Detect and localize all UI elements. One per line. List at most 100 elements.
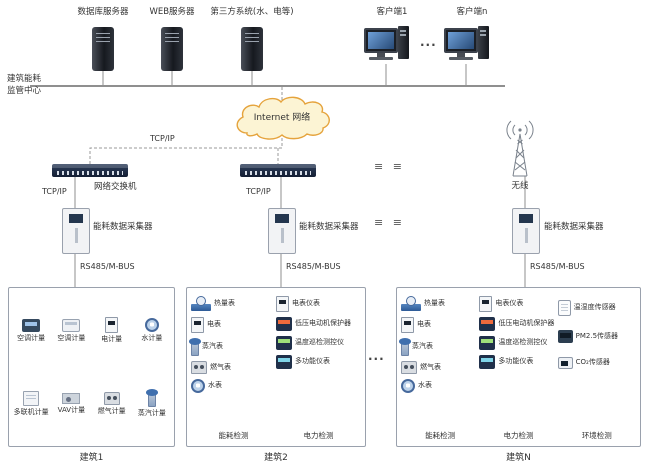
device-label: 电表仪表	[495, 299, 524, 308]
device-item: VAV计量	[58, 392, 85, 415]
power-detect-footer: 电力检测	[503, 431, 534, 440]
gas-meter-icon	[103, 391, 120, 405]
pc-tower-icon	[478, 26, 489, 59]
device-label: 蒸汽计量	[137, 409, 166, 418]
device-label: 多功能仪表	[498, 357, 534, 366]
multi-split-meter-icon	[23, 390, 40, 406]
device-item: 电表	[191, 317, 276, 333]
clientn-pc-icon	[444, 26, 496, 66]
device-item: 温度巡检测控仪	[479, 336, 557, 350]
device-item: 空调计量	[57, 318, 86, 343]
building-2-box: 热量表 电表 蒸汽表 燃气表 水表 能耗检测	[186, 287, 366, 447]
temp-humidity-sensor-icon	[557, 300, 571, 316]
monitor-icon	[364, 28, 398, 53]
device-item: 燃气表	[401, 361, 479, 374]
building-n-box: 热量表 电表 蒸汽表 燃气表 水表 能耗检测	[396, 287, 641, 447]
instruments-column: 电表仪表 低压电动机保护器 温度巡检测控仪 多功能仪表 电力检测	[276, 296, 361, 442]
collector-label-3: 能耗数据采集器	[544, 222, 604, 232]
device-label: 电表	[417, 320, 431, 329]
electric-meter-icon	[191, 317, 204, 333]
network-switch-label: 网络交换机	[94, 182, 137, 192]
device-label: 电表仪表	[292, 299, 320, 308]
thirdparty-server-icon	[241, 27, 263, 71]
device-item: 水表	[401, 379, 479, 393]
server-label-thirdparty: 第三方系统(水、电等)	[210, 7, 294, 17]
device-item: 温度巡检测控仪	[276, 336, 361, 350]
sensors-column: 温湿度传感器 PM2.5传感器 CO₂传感器 环境检测	[557, 296, 636, 442]
device-item: 电表仪表	[479, 296, 557, 312]
device-label: 多联机计量	[13, 407, 49, 416]
rs485-label-1: RS485/M-BUS	[80, 262, 135, 271]
water-meter-icon	[144, 318, 159, 333]
device-label: 低压电动机保护器	[295, 319, 351, 328]
continuation-mark-switch-row: ≡ ≡	[374, 160, 405, 173]
steam-meter-icon	[399, 338, 411, 356]
monitor-center-label-line2: 监管中心	[7, 86, 42, 96]
steam-meter-icon	[189, 338, 201, 356]
building-1-box: 空调计量 空调计量 电计量 水计量 多联机计量 VAV计量	[8, 287, 175, 447]
device-item: 蒸汽表	[189, 338, 276, 356]
steam-meter-icon	[145, 389, 158, 408]
device-label: 燃气表	[210, 362, 231, 371]
device-label: 空调计量	[17, 333, 46, 342]
server-label-database: 数据库服务器	[77, 7, 129, 17]
environment-detect-footer: 环境检测	[581, 431, 612, 440]
device-label: 热量表	[214, 299, 235, 308]
collector-screen	[69, 214, 83, 223]
rs485-label-2: RS485/M-BUS	[286, 262, 341, 271]
device-label: 蒸汽表	[202, 342, 223, 351]
device-item: 多功能仪表	[479, 355, 557, 369]
device-label: 水表	[208, 381, 222, 390]
electric-meter-icon	[105, 317, 119, 334]
vav-meter-icon	[62, 392, 81, 404]
motor-protector-icon	[276, 317, 292, 331]
device-item: 蒸汽计量	[138, 389, 166, 418]
device-label: 水表	[418, 381, 432, 390]
tcpip-label-chain1: TCP/IP	[42, 187, 67, 196]
gas-meter-icon	[401, 361, 417, 374]
heat-meter-icon	[401, 296, 421, 312]
device-item: 电表仪表	[276, 296, 361, 312]
internet-cloud-label: Internet 网络	[253, 113, 311, 123]
device-item: 多联机计量	[13, 390, 49, 417]
water-meter-icon	[191, 379, 205, 393]
pm25-sensor-icon	[557, 330, 573, 343]
device-label: 温度巡检测控仪	[295, 338, 344, 347]
collector-screen	[275, 214, 289, 223]
electric-meter-panel-icon	[479, 296, 493, 312]
water-meter-icon	[401, 379, 415, 393]
device-label: 多功能仪表	[295, 357, 330, 366]
device-label: 热量表	[424, 299, 445, 308]
network-switch-2-icon	[240, 164, 316, 177]
building-1-name: 建筑1	[79, 453, 104, 463]
web-server-icon	[161, 27, 183, 71]
device-label: 空调计量	[57, 333, 86, 342]
network-switch-1-icon	[52, 164, 128, 177]
device-label: CO₂传感器	[575, 358, 610, 367]
device-item: 热量表	[191, 296, 276, 312]
device-label: 温度巡检测控仪	[498, 338, 548, 347]
instruments-column: 电表仪表 低压电动机保护器 温度巡检测控仪 多功能仪表 电力检测	[479, 296, 557, 442]
gas-meter-icon	[191, 361, 207, 374]
temperature-controller-icon	[276, 336, 292, 350]
buildings-ellipsis: ···	[368, 352, 385, 366]
server-label-web: WEB服务器	[149, 7, 195, 17]
electric-meter-icon	[401, 317, 414, 333]
device-item: 水计量	[141, 318, 162, 343]
tcpip-label-chain2: TCP/IP	[246, 187, 271, 196]
meters-column: 热量表 电表 蒸汽表 燃气表 水表 能耗检测	[189, 296, 276, 442]
data-collector-2-icon	[268, 208, 296, 254]
monitor-center-label-line1: 建筑能耗	[7, 74, 42, 84]
wireless-antenna-icon	[506, 120, 534, 177]
client1-label: 客户端1	[376, 7, 408, 17]
device-label: PM2.5传感器	[575, 331, 619, 340]
building-n-name: 建筑N	[506, 453, 531, 463]
device-label: 电计量	[101, 335, 123, 344]
tcpip-label-top: TCP/IP	[150, 134, 175, 143]
device-item: 空调计量	[17, 318, 46, 343]
rs485-label-3: RS485/M-BUS	[530, 262, 585, 271]
device-label: 蒸汽表	[412, 342, 433, 351]
electric-meter-panel-icon	[276, 296, 289, 312]
device-label: 电表	[207, 320, 221, 329]
